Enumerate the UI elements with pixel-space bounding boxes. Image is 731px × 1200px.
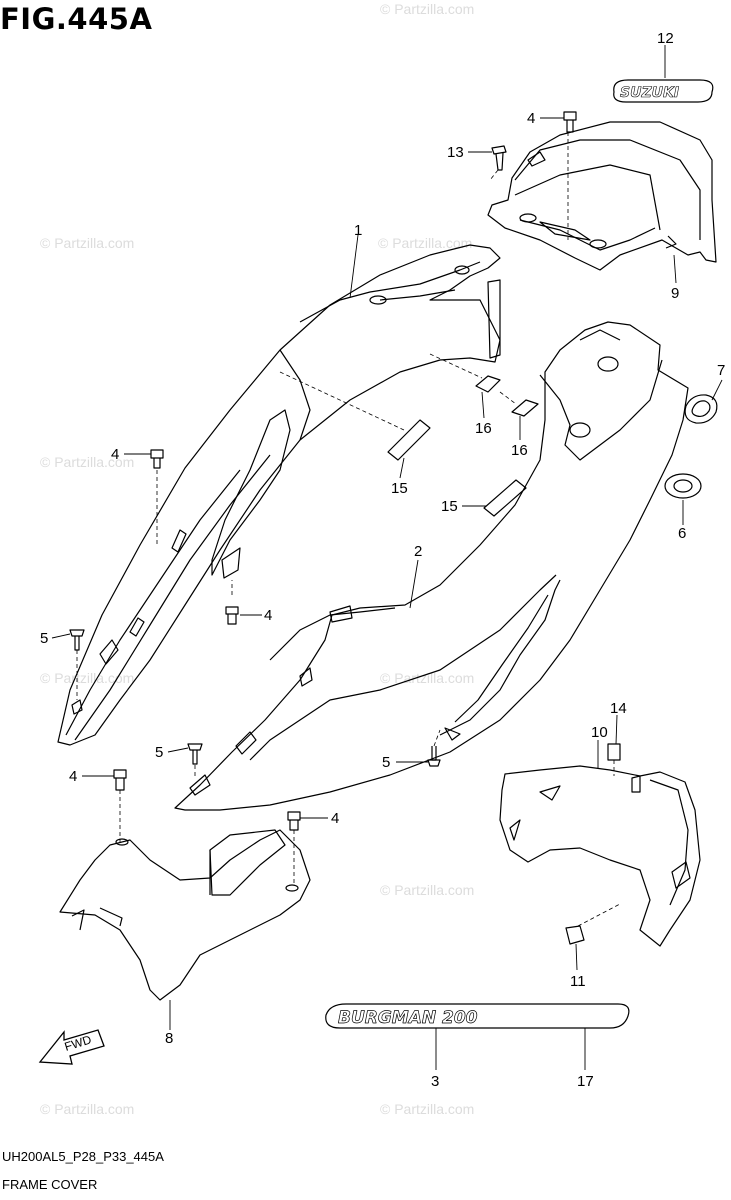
figure-name: FRAME COVER — [2, 1177, 98, 1192]
callout-4: 4 — [69, 768, 77, 785]
watermark: © Partzilla.com — [40, 235, 134, 251]
callout-2: 2 — [414, 543, 422, 560]
figure-title: FIG.445A — [0, 2, 153, 36]
frame-cover-lower — [174, 321, 689, 811]
pad-16-upper — [475, 375, 501, 393]
pad-15-lower — [483, 479, 527, 517]
watermark: © Partzilla.com — [380, 1, 474, 17]
pad-16-lower — [511, 399, 539, 417]
callout-15: 15 — [391, 480, 408, 497]
callout-1: 1 — [354, 222, 362, 239]
callout-4: 4 — [527, 110, 535, 127]
callout-5: 5 — [155, 744, 163, 761]
frame-cover-upper — [57, 244, 501, 746]
callout-10: 10 — [591, 724, 608, 741]
callout-17: 17 — [577, 1073, 594, 1090]
callout-16: 16 — [475, 420, 492, 437]
callout-3: 3 — [431, 1073, 439, 1090]
callout-5: 5 — [382, 754, 390, 771]
callout-8: 8 — [165, 1030, 173, 1047]
callout-12: 12 — [657, 30, 674, 47]
watermarks: © Partzilla.com © Partzilla.com © Partzi… — [40, 1, 474, 1117]
leader-lines — [51, 45, 723, 1070]
watermark: © Partzilla.com — [380, 882, 474, 898]
callout-7: 7 — [717, 362, 725, 379]
callout-5: 5 — [40, 630, 48, 647]
grommet-7 — [684, 394, 718, 424]
clip-4-left-upper — [150, 449, 164, 469]
clip-11 — [565, 925, 585, 945]
assembly-lines — [76, 132, 621, 927]
fwd-arrow: FWD — [38, 1029, 105, 1065]
watermark: © Partzilla.com — [40, 454, 134, 470]
callout-4: 4 — [264, 607, 272, 624]
push-rivet-13 — [491, 145, 507, 171]
rear-cowl — [487, 121, 717, 271]
callout-16: 16 — [511, 442, 528, 459]
clip-4-middle — [225, 606, 239, 625]
lower-cover-8 — [59, 829, 311, 1001]
burgman-decal-text: BURGMAN 200 — [338, 1008, 478, 1028]
figure-code: UH200AL5_P28_P33_445A — [2, 1149, 164, 1164]
inner-cover-10 — [499, 765, 701, 947]
watermark: © Partzilla.com — [380, 1101, 474, 1117]
callout-9: 9 — [671, 285, 679, 302]
screw-5-middle — [187, 743, 203, 765]
callout-4: 4 — [331, 810, 339, 827]
clip-4-lower-right — [287, 811, 301, 831]
clip-4-lower-left — [113, 769, 127, 791]
screw-5-right — [427, 746, 441, 767]
callouts: 12 4 13 9 1 7 16 16 4 15 6 15 2 4 5 5 5 … — [40, 30, 725, 1090]
callout-15: 15 — [441, 498, 458, 515]
suzuki-emblem: SUZUKI — [613, 79, 714, 103]
callout-4: 4 — [111, 446, 119, 463]
suzuki-decal-text: SUZUKI — [620, 85, 679, 101]
burgman-decal: BURGMAN 200 — [325, 1003, 630, 1029]
callout-13: 13 — [447, 144, 464, 161]
callout-14: 14 — [610, 700, 627, 717]
watermark: © Partzilla.com — [378, 235, 472, 251]
watermark: © Partzilla.com — [40, 1101, 134, 1117]
watermark: © Partzilla.com — [380, 670, 474, 686]
pad-15-upper — [387, 419, 431, 461]
callout-11: 11 — [570, 973, 586, 990]
callout-6: 6 — [678, 525, 686, 542]
nut-14 — [607, 743, 621, 761]
screw-top — [563, 111, 577, 133]
grommet-6 — [664, 473, 702, 499]
screw-5-left — [69, 629, 85, 651]
watermark: © Partzilla.com — [40, 670, 134, 686]
